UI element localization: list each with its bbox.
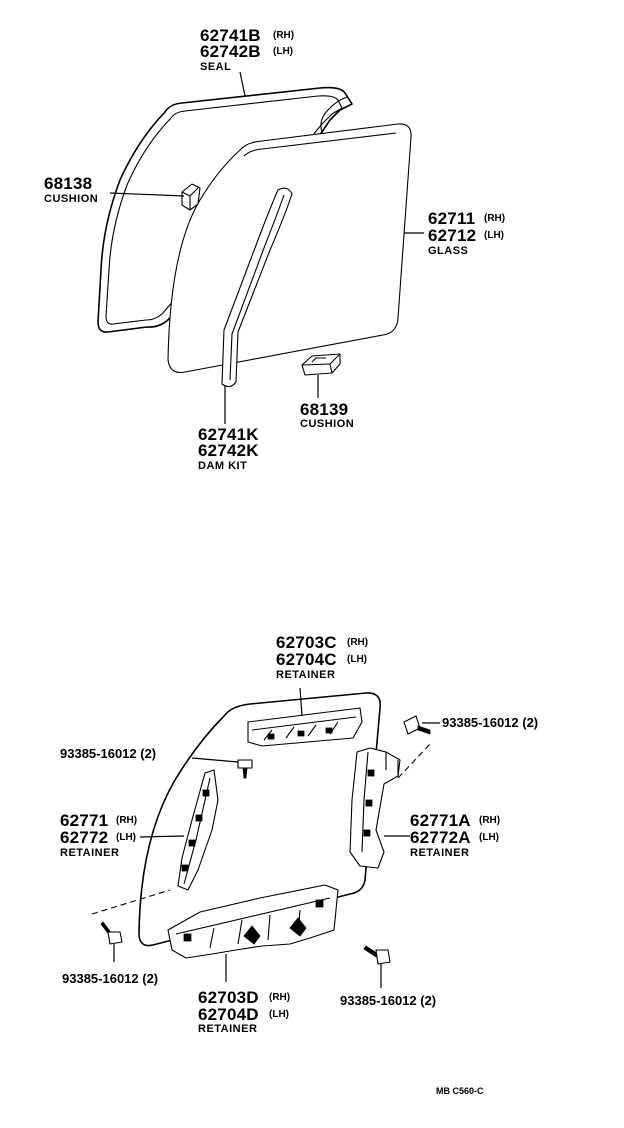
bolt-top-right-text: 93385-16012 (2) <box>442 715 538 730</box>
retainer-right-rh: (RH) <box>479 815 500 826</box>
retainer-left-lh: (LH) <box>116 832 136 843</box>
cushion-upper-name: CUSHION <box>44 193 98 205</box>
retainer-bottom-pn-lh: 62704D <box>198 1005 259 1024</box>
cushion-upper-pn: 68138 <box>44 174 92 193</box>
retainer-bottom-lh: (LH) <box>269 1009 289 1020</box>
retainer-top-rh: (RH) <box>347 637 368 648</box>
bolt-bottom-left-text: 93385-16012 (2) <box>62 971 158 986</box>
bolt-bottom-right-text: 93385-16012 (2) <box>340 993 436 1008</box>
glass-pn-lh: 62712 <box>428 226 476 245</box>
cushion-upper-part <box>181 183 201 211</box>
cushion-lower-part <box>301 353 341 376</box>
seal-part <box>97 86 353 333</box>
retainer-bottom-name: RETAINER <box>198 1023 257 1035</box>
glass-rh: (RH) <box>484 213 505 224</box>
retainer-left-pn-rh: 62771 <box>60 811 108 830</box>
retainer-right-part <box>349 747 401 869</box>
cushion-lower-pn: 68139 <box>300 400 348 419</box>
seal-pn-rh: 62741B <box>200 26 261 45</box>
cushion-lower-name: CUSHION <box>300 418 354 430</box>
retainer-bottom-rh: (RH) <box>269 992 290 1003</box>
diagram-code: MB C560-C <box>436 1086 484 1096</box>
dam-kit-pn-lh: 62742K <box>198 441 259 460</box>
glass-pn-rh: 62711 <box>428 209 475 228</box>
seal-pn-lh: 62742B <box>200 42 261 61</box>
retainer-right-name: RETAINER <box>410 847 469 859</box>
retainer-top-part <box>247 707 363 747</box>
bolt-bottom-right <box>363 945 391 965</box>
retainer-top-pn-rh: 62703C <box>276 633 337 652</box>
retainer-top-pn-lh: 62704C <box>276 650 337 669</box>
seal-name: SEAL <box>200 61 231 73</box>
retainer-left-rh: (RH) <box>116 815 137 826</box>
bolt-top-left <box>237 759 253 779</box>
retainer-bottom-pn-rh: 62703D <box>198 988 259 1007</box>
glass-name: GLASS <box>428 245 468 257</box>
dam-kit-name: DAM KIT <box>198 460 247 472</box>
dam-kit-pn-rh: 62741K <box>198 425 259 444</box>
retainer-right-pn-rh: 62771A <box>410 811 471 830</box>
retainer-top-lh: (LH) <box>347 654 367 665</box>
retainer-left-name: RETAINER <box>60 847 119 859</box>
glass-part <box>167 123 412 374</box>
seal-rh: (RH) <box>273 30 294 41</box>
retainer-right-pn-lh: 62772A <box>410 828 471 847</box>
retainer-top-name: RETAINER <box>276 669 335 681</box>
glass-lh: (LH) <box>484 230 504 241</box>
retainer-left-part <box>177 769 219 891</box>
bolt-top-left-text: 93385-16012 (2) <box>60 746 156 761</box>
seal-lh: (LH) <box>273 46 293 57</box>
bolt-bottom-left <box>100 921 123 945</box>
bolt-top-right <box>403 715 431 735</box>
glass-outline-lower <box>138 692 382 947</box>
retainer-left-pn-lh: 62772 <box>60 828 108 847</box>
retainer-right-lh: (LH) <box>479 832 499 843</box>
dam-kit-part <box>221 187 293 388</box>
retainer-bottom-part <box>167 884 339 959</box>
